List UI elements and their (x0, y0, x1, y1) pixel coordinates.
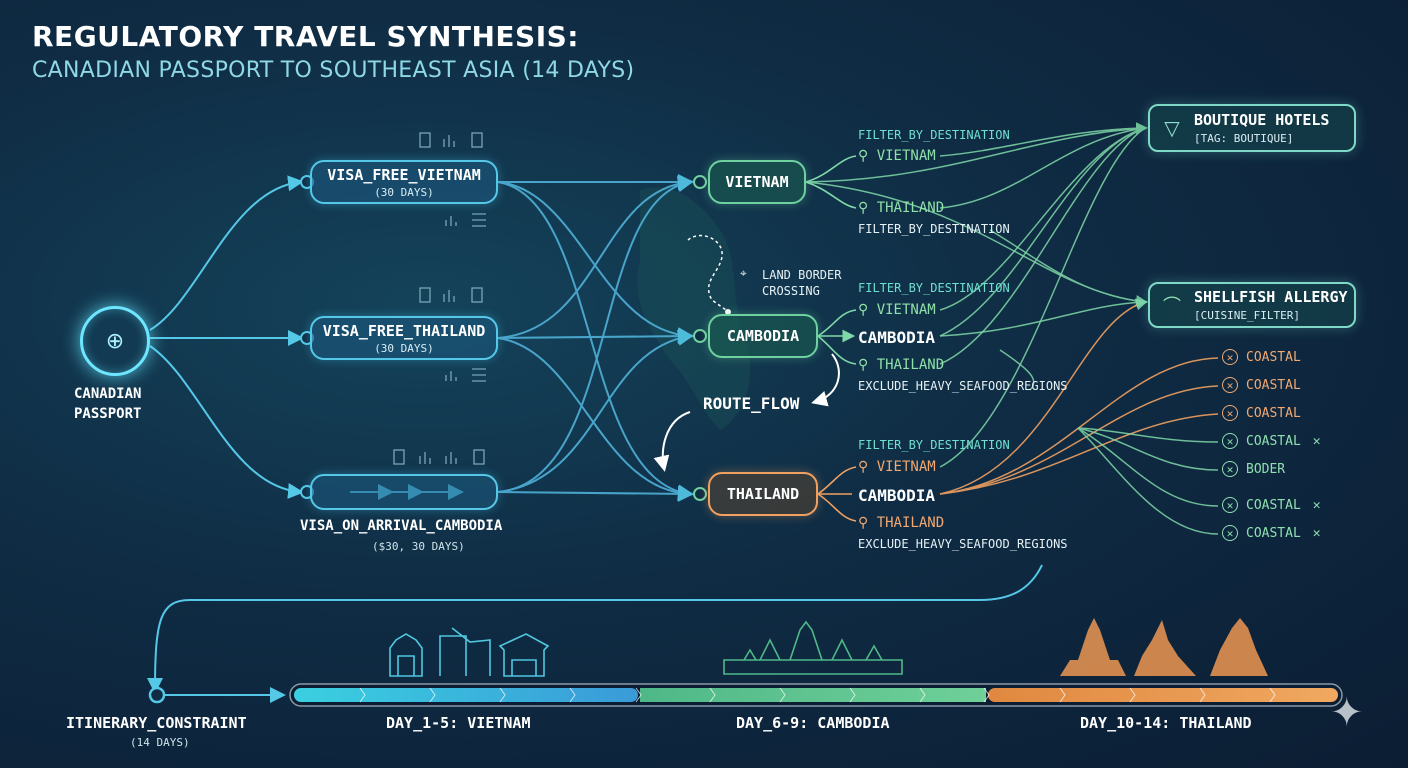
region-label: BODER (1246, 461, 1286, 477)
country-node-cambodia[interactable]: CAMBODIA (708, 314, 818, 358)
search-icon: ⚲ (858, 148, 877, 164)
visa-node-cambodia[interactable] (310, 474, 498, 510)
route-flow-label: ROUTE_FLOW (703, 394, 800, 413)
excluded-region-item: ✕ COASTAL (1222, 405, 1301, 421)
region-label: COASTAL (1246, 525, 1301, 541)
itinerary-label: ITINERARY_CONSTRAINT (66, 714, 247, 732)
x-mark: ✕ (1312, 497, 1321, 513)
page-title: REGULATORY TRAVEL SYNTHESIS: (32, 20, 579, 53)
filter-text: VIETNAM (876, 148, 936, 164)
filter-vietnam[interactable]: ⚲ VIETNAM (858, 459, 936, 475)
excluded-region-item: ✕ BODER (1222, 461, 1285, 477)
close-circle-icon: ✕ (1222, 349, 1238, 365)
allergy-title: SHELLFISH ALLERGY (1194, 288, 1348, 306)
pin-icon: ⌖ (740, 266, 747, 280)
filter-vietnam[interactable]: ⚲ VIETNAM (858, 148, 936, 164)
itinerary-sub: (14 DAYS) (130, 736, 190, 749)
filter-cambodia[interactable]: CAMBODIA (858, 328, 936, 347)
region-label: COASTAL (1246, 433, 1301, 449)
land-border-label-2: CROSSING (762, 284, 820, 298)
shell-icon: ⌒ (1163, 296, 1181, 317)
search-icon: ⚲ (858, 357, 877, 373)
visa-node-thailand[interactable]: VISA_FREE_THAILAND (30 DAYS) (310, 316, 498, 360)
filter-label: FILTER_BY_DESTINATION (858, 128, 1010, 142)
filter-text: THAILAND (876, 357, 945, 373)
region-label: COASTAL (1246, 349, 1301, 365)
filter-label: FILTER_BY_DESTINATION (858, 281, 1010, 295)
filter-text: THAILAND (876, 515, 945, 531)
origin-label-1: CANADIAN (74, 386, 142, 402)
country-node-label: CAMBODIA (726, 327, 800, 345)
boutique-title: BOUTIQUE HOTELS (1194, 111, 1330, 129)
day-segment-cambodia: DAY_6-9: CAMBODIA (736, 714, 890, 732)
search-icon: ⚲ (858, 200, 877, 216)
filter-thailand[interactable]: ⚲ THAILAND (858, 200, 944, 216)
shellfish-allergy-box[interactable]: ⌒ SHELLFISH ALLERGY [CUISINE_FILTER] (1148, 282, 1356, 328)
boutique-hotels-box[interactable]: ▽ BOUTIQUE HOTELS [TAG: BOUTIQUE] (1148, 104, 1356, 152)
excluded-region-item: ✕ COASTAL (1222, 349, 1301, 365)
close-circle-icon: ✕ (1222, 461, 1238, 477)
region-label: COASTAL (1246, 377, 1301, 393)
close-circle-icon: ✕ (1222, 433, 1238, 449)
close-circle-icon: ✕ (1222, 497, 1238, 513)
filter-label: FILTER_BY_DESTINATION (858, 438, 1010, 452)
region-label: COASTAL (1246, 405, 1301, 421)
sparkle-icon: ✦ (1330, 690, 1364, 736)
day-segment-thailand: DAY_10-14: THAILAND (1080, 714, 1252, 732)
search-icon: ⚲ (858, 515, 877, 531)
origin-label-2: PASSPORT (74, 406, 142, 422)
x-mark: ✕ (1312, 433, 1321, 449)
excluded-region-item: ✕ COASTAL ✕ (1222, 497, 1321, 513)
search-icon: ⚲ (858, 302, 877, 318)
excluded-region-item: ✕ COASTAL (1222, 377, 1301, 393)
filter-label: FILTER_BY_DESTINATION (858, 222, 1010, 236)
country-node-label: VIETNAM (725, 173, 789, 191)
visa-node-vietnam[interactable]: VISA_FREE_VIETNAM (30 DAYS) (310, 160, 498, 204)
search-icon: ⚲ (858, 459, 877, 475)
visa-node-sub: (30 DAYS) (374, 341, 434, 355)
filter-text: VIETNAM (876, 302, 936, 318)
country-node-label: THAILAND (726, 485, 800, 503)
visa-cambodia-label: VISA_ON_ARRIVAL_CAMBODIA (300, 518, 503, 534)
country-node-thailand[interactable]: THAILAND (708, 472, 818, 516)
close-circle-icon: ✕ (1222, 377, 1238, 393)
passport-icon: ⊕ (80, 306, 150, 376)
country-node-vietnam[interactable]: VIETNAM (708, 160, 806, 204)
filter-cambodia[interactable]: CAMBODIA (858, 486, 936, 505)
visa-node-sub: (30 DAYS) (374, 185, 434, 199)
exclude-label: EXCLUDE_HEAVY_SEAFOOD_REGIONS (858, 537, 1068, 551)
filter-icon: ▽ (1164, 116, 1180, 140)
excluded-region-item: ✕ COASTAL ✕ (1222, 525, 1321, 541)
x-mark: ✕ (1312, 525, 1321, 541)
filter-text: THAILAND (876, 200, 945, 216)
exclude-label: EXCLUDE_HEAVY_SEAFOOD_REGIONS (858, 379, 1068, 393)
day-segment-vietnam: DAY_1-5: VIETNAM (386, 714, 531, 732)
filter-text: VIETNAM (876, 459, 936, 475)
visa-node-main: VISA_FREE_THAILAND (322, 321, 486, 340)
allergy-tag: [CUISINE_FILTER] (1194, 309, 1300, 322)
land-border-label-1: LAND BORDER (762, 268, 842, 282)
filter-thailand[interactable]: ⚲ THAILAND (858, 357, 944, 373)
region-label: COASTAL (1246, 497, 1301, 513)
excluded-region-item: ✕ COASTAL ✕ (1222, 433, 1321, 449)
visa-cambodia-sub: ($30, 30 DAYS) (372, 540, 465, 553)
filter-vietnam[interactable]: ⚲ VIETNAM (858, 302, 936, 318)
close-circle-icon: ✕ (1222, 525, 1238, 541)
visa-node-main: VISA_FREE_VIETNAM (327, 165, 481, 184)
close-circle-icon: ✕ (1222, 405, 1238, 421)
page-subtitle: CANADIAN PASSPORT TO SOUTHEAST ASIA (14 … (32, 58, 635, 83)
boutique-tag: [TAG: BOUTIQUE] (1194, 132, 1294, 145)
filter-thailand[interactable]: ⚲ THAILAND (858, 515, 944, 531)
